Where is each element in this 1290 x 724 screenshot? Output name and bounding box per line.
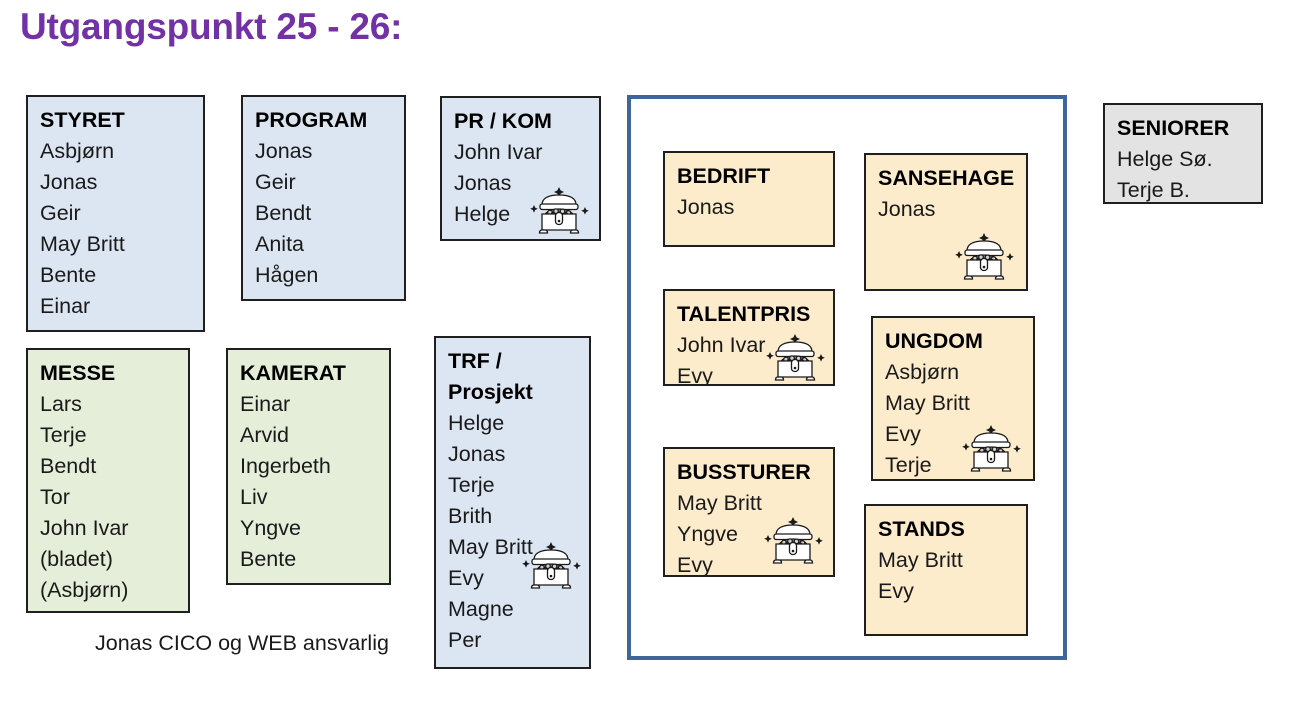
card-member: (Asbjørn): [40, 578, 129, 602]
card-member: Evy: [448, 566, 484, 590]
card-member: Evy: [885, 422, 921, 446]
card-member: May Britt: [677, 491, 762, 515]
card-member: May Britt: [448, 535, 533, 559]
card-member: May Britt: [878, 548, 963, 572]
card-member: Geir: [40, 201, 81, 225]
page-title: Utgangspunkt 25 - 26:: [20, 6, 403, 47]
card-member: Jonas: [878, 197, 936, 221]
card-member: Brith: [448, 504, 493, 528]
card-member: Magne: [448, 597, 514, 621]
card-member: John Ivar: [677, 333, 766, 357]
card-member: Yngve: [240, 516, 301, 540]
treasure-chest-icon: [948, 231, 1020, 285]
card-member: May Britt: [885, 391, 970, 415]
card-member: Terje: [448, 473, 495, 497]
card-member: Jonas: [40, 170, 98, 194]
card-member: Terje B.: [1117, 178, 1190, 202]
card-member: Lars: [40, 392, 82, 416]
card-member: Yngve: [677, 522, 738, 546]
card-member: Einar: [240, 392, 291, 416]
card-member: John Ivar: [40, 516, 129, 540]
card-member: Ingerbeth: [240, 454, 331, 478]
card-header: STYRET: [40, 108, 125, 132]
card-member: Per: [448, 628, 482, 652]
card-member: Arvid: [240, 423, 289, 447]
card-member: Helge: [448, 411, 505, 435]
card-member: Jonas: [677, 195, 735, 219]
card-header: SANSEHAGE: [878, 166, 1015, 190]
card-member: Terje: [885, 453, 932, 477]
card-member: Helge Sø.: [1117, 147, 1213, 171]
card-header: BEDRIFT: [677, 164, 771, 188]
card-member: Anita: [255, 232, 305, 256]
card-member: John Ivar: [454, 140, 543, 164]
card-member: Asbjørn: [40, 139, 115, 163]
card-member: Evy: [677, 553, 713, 577]
card-member: (bladet): [40, 547, 113, 571]
card-header: SENIORER: [1117, 116, 1230, 140]
card-member: Bente: [40, 263, 97, 287]
card-header: BUSSTURER: [677, 460, 811, 484]
card-seniorer[interactable]: SENIORER Helge Sø. Terje B.: [1103, 103, 1263, 204]
card-member: Hågen: [255, 263, 319, 287]
card-member: Jonas: [454, 171, 512, 195]
card-bedrift[interactable]: BEDRIFT Jonas: [663, 151, 835, 247]
card-header: MESSE: [40, 361, 116, 385]
card-member: Einar: [40, 294, 91, 318]
card-member: Jonas: [255, 139, 313, 163]
card-sansehage[interactable]: SANSEHAGE Jonas: [864, 153, 1028, 291]
card-member: Terje: [40, 423, 87, 447]
card-member: Helge: [454, 202, 511, 226]
card-member: Bente: [240, 547, 297, 571]
footnote-cico-web: Jonas CICO og WEB ansvarlig: [95, 631, 389, 655]
card-member: Tor: [40, 485, 70, 509]
card-member: Asbjørn: [885, 360, 960, 384]
card-header: KAMERAT: [240, 361, 346, 385]
card-header: PROGRAM: [255, 108, 368, 132]
card-member: Bendt: [255, 201, 312, 225]
card-header: TRF / Prosjekt: [448, 349, 533, 404]
card-member: Bendt: [40, 454, 97, 478]
card-member: May Britt: [40, 232, 125, 256]
card-member: Evy: [677, 364, 713, 386]
card-member: Geir: [255, 170, 296, 194]
card-member: Evy: [878, 579, 914, 603]
card-header: STANDS: [878, 517, 965, 541]
card-member: Jonas: [448, 442, 506, 466]
card-header: UNGDOM: [885, 329, 983, 353]
card-header: TALENTPRIS: [677, 302, 811, 326]
card-member: Liv: [240, 485, 268, 509]
card-header: PR / KOM: [454, 109, 552, 133]
